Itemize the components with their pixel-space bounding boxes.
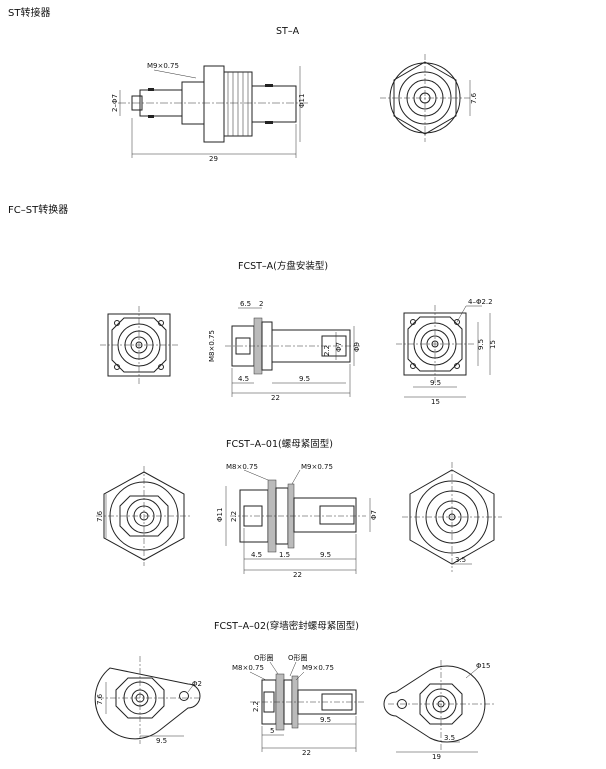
fcst-a-01-35-dim: 3.5 bbox=[455, 556, 466, 564]
fcst-a-02-5-dim: 5 bbox=[270, 727, 274, 735]
fcst-a-01-phi7-dim: Φ7 bbox=[370, 510, 378, 520]
st-a-drawing: ST–A M9×0.75 2–Φ7 Φ11 bbox=[111, 26, 478, 163]
fcst-a-22-dim: 22 bbox=[271, 394, 280, 402]
fcst-a-01-right-view bbox=[402, 462, 502, 572]
fcst-a-01-title: FCST–A–01(螺母紧固型) bbox=[226, 439, 333, 450]
fcst-a-02-left-view bbox=[94, 656, 201, 744]
fcst-a-15h-dim: 15 bbox=[431, 398, 440, 406]
fcst-a-02-95b-dim: 9.5 bbox=[320, 716, 331, 724]
fcst-a-01-side-view bbox=[230, 479, 366, 553]
fcst-a-01-95-dim: 9.5 bbox=[320, 551, 331, 559]
fcst-a-01-22-dim: 22 bbox=[293, 571, 302, 579]
st-a-length-dim: 29 bbox=[209, 155, 218, 163]
st-a-phi11-dim: Φ11 bbox=[298, 94, 306, 108]
fcst-a-95h-dim: 9.5 bbox=[430, 379, 441, 387]
st-a-76-dim: 7.6 bbox=[470, 92, 478, 104]
fcst-a-02-oring1-label: O形圈 bbox=[254, 654, 274, 662]
fcst-a-02-oring2-label: O形圈 bbox=[288, 654, 308, 662]
fcst-a-65-dim: 6.5 bbox=[240, 300, 251, 308]
st-section-heading: ST转接器 bbox=[8, 6, 50, 19]
fcst-a-phi9-dim: Φ9 bbox=[353, 342, 361, 352]
fcst-a-01-thread1-dim: M8×0.75 bbox=[226, 463, 258, 471]
fcst-a-02-95-dim: 9.5 bbox=[156, 737, 167, 745]
fcst-a-02-thread2-dim: M9×0.75 bbox=[302, 664, 334, 672]
st-a-side-view bbox=[118, 65, 310, 143]
fcst-a-right-view bbox=[396, 305, 474, 383]
fcst-a-01-drawing: FCST–A–01(螺母紧固型) 7.6 M8×0.75 bbox=[96, 439, 502, 579]
st-a-thread-dim: M9×0.75 bbox=[147, 62, 179, 70]
fcst-a-01-45-dim: 4.5 bbox=[251, 551, 262, 559]
fcst-a-02-76-dim: 7.6 bbox=[96, 693, 104, 705]
fcst-a-02-35-dim: 3.5 bbox=[444, 734, 455, 742]
fcst-a-02-22-dim: 22 bbox=[302, 749, 311, 757]
fcst-a-side-view bbox=[225, 317, 360, 375]
fcst-a-02-22v-dim: 2.2 bbox=[252, 701, 260, 712]
fcst-a-02-right-view bbox=[383, 660, 494, 752]
fcst-a-02-phi15-dim: Φ15 bbox=[476, 662, 490, 670]
fcst-a-thread-dim: M8×0.75 bbox=[208, 330, 216, 362]
fcst-a-phi7-dim: Φ7 bbox=[335, 342, 343, 352]
fcst-a-2-dim: 2 bbox=[259, 300, 263, 308]
fcst-a-02-side-view bbox=[250, 673, 366, 731]
st-a-phi7-dim: 2–Φ7 bbox=[111, 94, 119, 112]
fcst-a-95v-dim: 9.5 bbox=[477, 339, 485, 350]
fcst-a-95-dim: 9.5 bbox=[299, 375, 310, 383]
fcst-a-02-19-dim: 19 bbox=[432, 753, 441, 761]
fcst-a-02-phi2-dim: Φ2 bbox=[192, 680, 202, 688]
fcst-a-02-drawing: FCST–A–02(穿墙密封螺母紧固型) 7.6 Φ2 9.5 bbox=[94, 620, 494, 761]
st-a-title: ST–A bbox=[276, 26, 300, 37]
fcst-a-01-left-view bbox=[96, 466, 192, 566]
fcst-a-02-title: FCST–A–02(穿墙密封螺母紧固型) bbox=[214, 620, 359, 632]
fcst-a-15v-dim: 15 bbox=[489, 340, 497, 349]
fcst-a-01-76-dim: 7.6 bbox=[96, 510, 104, 522]
fc-section-heading: FC–ST转换器 bbox=[8, 203, 68, 216]
fcst-a-01-22v-dim: 2.2 bbox=[230, 511, 238, 522]
fcst-a-02-thread1-dim: M8×0.75 bbox=[232, 664, 264, 672]
fcst-a-22v-dim: 2.2 bbox=[323, 345, 331, 356]
fcst-a-left-view bbox=[100, 306, 178, 384]
fcst-a-drawing: FCST–A(方盘安装型) 6.5 2 bbox=[100, 260, 497, 406]
st-a-front-view bbox=[380, 54, 470, 142]
fcst-a-01-phi11-dim: Φ11 bbox=[216, 508, 224, 522]
fcst-a-01-thread2-dim: M9×0.75 bbox=[301, 463, 333, 471]
fcst-a-01-15-dim: 1.5 bbox=[279, 551, 290, 559]
fcst-a-title: FCST–A(方盘安装型) bbox=[238, 260, 328, 272]
fcst-a-holes-dim: 4–Φ2.2 bbox=[468, 298, 493, 306]
fcst-a-45-dim: 4.5 bbox=[238, 375, 249, 383]
